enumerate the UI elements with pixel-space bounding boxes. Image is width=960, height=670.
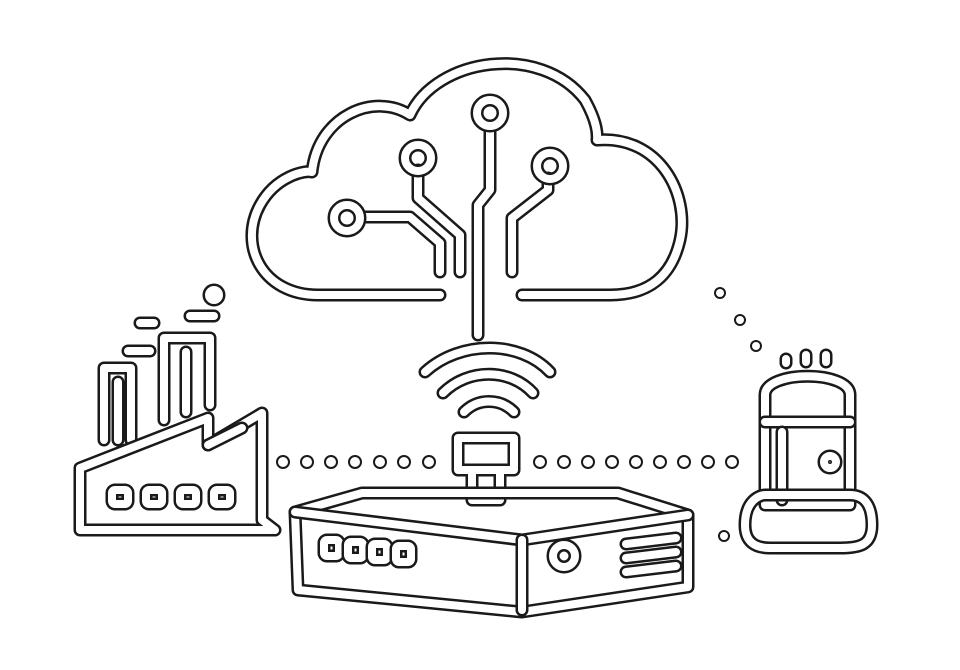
sensor-device-icon (738, 348, 879, 555)
router-icon (288, 431, 695, 619)
wifi-signal-icon (418, 341, 557, 419)
link-cloud-sensor (714, 287, 762, 352)
factory-icon (73, 283, 282, 537)
link-sensor-router (718, 530, 730, 542)
factory-windows (105, 483, 237, 511)
link-router-sensor (533, 455, 739, 469)
router-antenna (451, 431, 521, 507)
router-ports (317, 533, 418, 569)
cloud-circuit-icon (245, 57, 689, 342)
link-factory-router (276, 455, 436, 469)
router-vents (619, 531, 683, 579)
circuit-traces (327, 93, 570, 342)
cloud-outline (245, 57, 689, 302)
